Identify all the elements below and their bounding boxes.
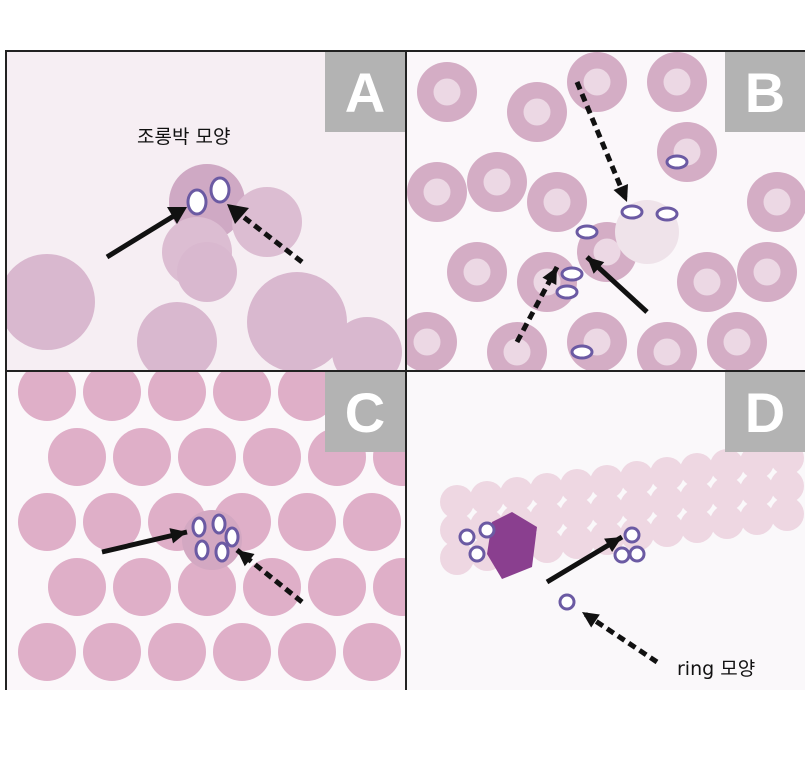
panel-a: 조롱박 모양 A (7, 52, 407, 372)
caption-ring-shape: ring 모양 (677, 658, 756, 680)
smear-image (407, 52, 805, 370)
smear-image (18, 372, 405, 681)
panel-b: B (407, 52, 805, 372)
panel-d: ring 모양 D (407, 372, 805, 690)
smear-image (440, 441, 804, 665)
panel-label-b: B (725, 52, 805, 132)
caption-gourd-shape: 조롱박 모양 (137, 126, 231, 148)
panel-c: C (7, 372, 407, 690)
smear-image (7, 164, 402, 370)
panel-label-d: D (725, 372, 805, 452)
panel-label-a: A (325, 52, 405, 132)
panel-label-c: C (325, 372, 405, 452)
figure: 조롱박 모양 A B C ring 모양 D (5, 50, 805, 690)
